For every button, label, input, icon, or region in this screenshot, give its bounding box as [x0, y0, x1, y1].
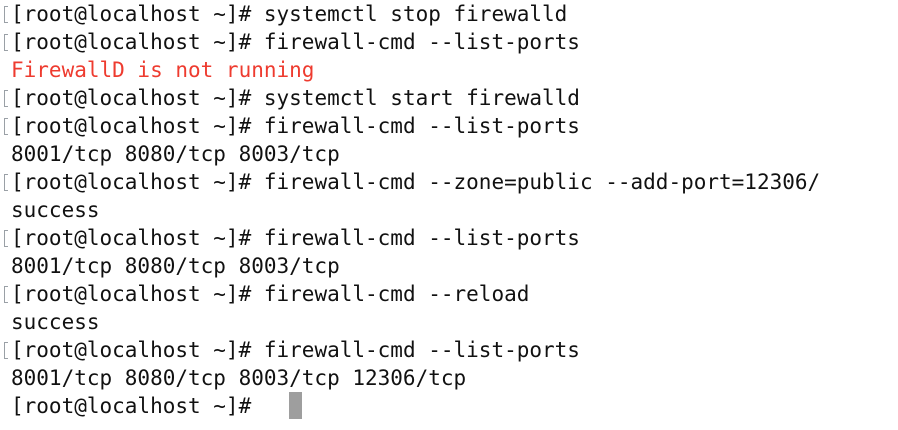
- command-output: 8001/tcp 8080/tcp 8003/tcp 12306/tcp: [11, 366, 467, 390]
- command-output: success: [11, 310, 100, 334]
- shell-prompt: [root@localhost ~]#: [11, 338, 252, 362]
- command-mark-icon: [4, 230, 8, 247]
- command-mark-icon: [4, 118, 8, 135]
- command-text: firewall-cmd --zone=public --add-port=12…: [263, 170, 821, 194]
- shell-prompt: [root@localhost ~]#: [11, 114, 252, 138]
- command-output: success: [11, 198, 100, 222]
- shell-prompt: [root@localhost ~]#: [11, 170, 252, 194]
- command-text: firewall-cmd --reload: [263, 282, 530, 306]
- terminal-line: 8001/tcp 8080/tcp 8003/tcp: [0, 252, 340, 280]
- command-text: firewall-cmd --list-ports: [263, 114, 580, 138]
- error-output: FirewallD is not running: [11, 58, 315, 82]
- command-mark-icon: [4, 342, 8, 359]
- terminal-input-line[interactable]: [root@localhost ~]#: [0, 392, 251, 420]
- command-mark-icon: [4, 174, 8, 191]
- shell-prompt: [root@localhost ~]#: [11, 226, 252, 250]
- terminal-line: 8001/tcp 8080/tcp 8003/tcp 12306/tcp: [0, 364, 466, 392]
- command-text: systemctl stop firewalld: [263, 2, 568, 26]
- command-mark-icon: [4, 286, 8, 303]
- terminal-line: [root@localhost ~]# firewall-cmd --zone=…: [0, 168, 820, 196]
- text-cursor: [289, 392, 302, 419]
- command-text: firewall-cmd --list-ports: [263, 30, 580, 54]
- command-mark-icon: [4, 90, 8, 107]
- command-text: firewall-cmd --list-ports: [263, 338, 580, 362]
- terminal-line: FirewallD is not running: [0, 56, 314, 84]
- command-text: systemctl start firewalld: [263, 86, 580, 110]
- terminal-line: [root@localhost ~]# firewall-cmd --list-…: [0, 112, 580, 140]
- terminal-line: success: [0, 308, 100, 336]
- command-mark-icon: [4, 34, 8, 51]
- shell-prompt: [root@localhost ~]#: [11, 282, 252, 306]
- command-output: 8001/tcp 8080/tcp 8003/tcp: [11, 254, 340, 278]
- command-mark-icon: [4, 6, 8, 23]
- terminal-line: 8001/tcp 8080/tcp 8003/tcp: [0, 140, 340, 168]
- terminal-line: [root@localhost ~]# systemctl stop firew…: [0, 0, 567, 28]
- command-output: 8001/tcp 8080/tcp 8003/tcp: [11, 142, 340, 166]
- terminal-line: [root@localhost ~]# firewall-cmd --list-…: [0, 336, 580, 364]
- terminal-line: [root@localhost ~]# firewall-cmd --list-…: [0, 28, 580, 56]
- shell-prompt: [root@localhost ~]#: [11, 394, 252, 418]
- terminal-line: [root@localhost ~]# firewall-cmd --list-…: [0, 224, 580, 252]
- shell-prompt: [root@localhost ~]#: [11, 2, 252, 26]
- terminal-line: success: [0, 196, 100, 224]
- shell-prompt: [root@localhost ~]#: [11, 30, 252, 54]
- terminal-line: [root@localhost ~]# systemctl start fire…: [0, 84, 580, 112]
- command-text: firewall-cmd --list-ports: [263, 226, 580, 250]
- shell-prompt: [root@localhost ~]#: [11, 86, 252, 110]
- terminal-line: [root@localhost ~]# firewall-cmd --reloa…: [0, 280, 529, 308]
